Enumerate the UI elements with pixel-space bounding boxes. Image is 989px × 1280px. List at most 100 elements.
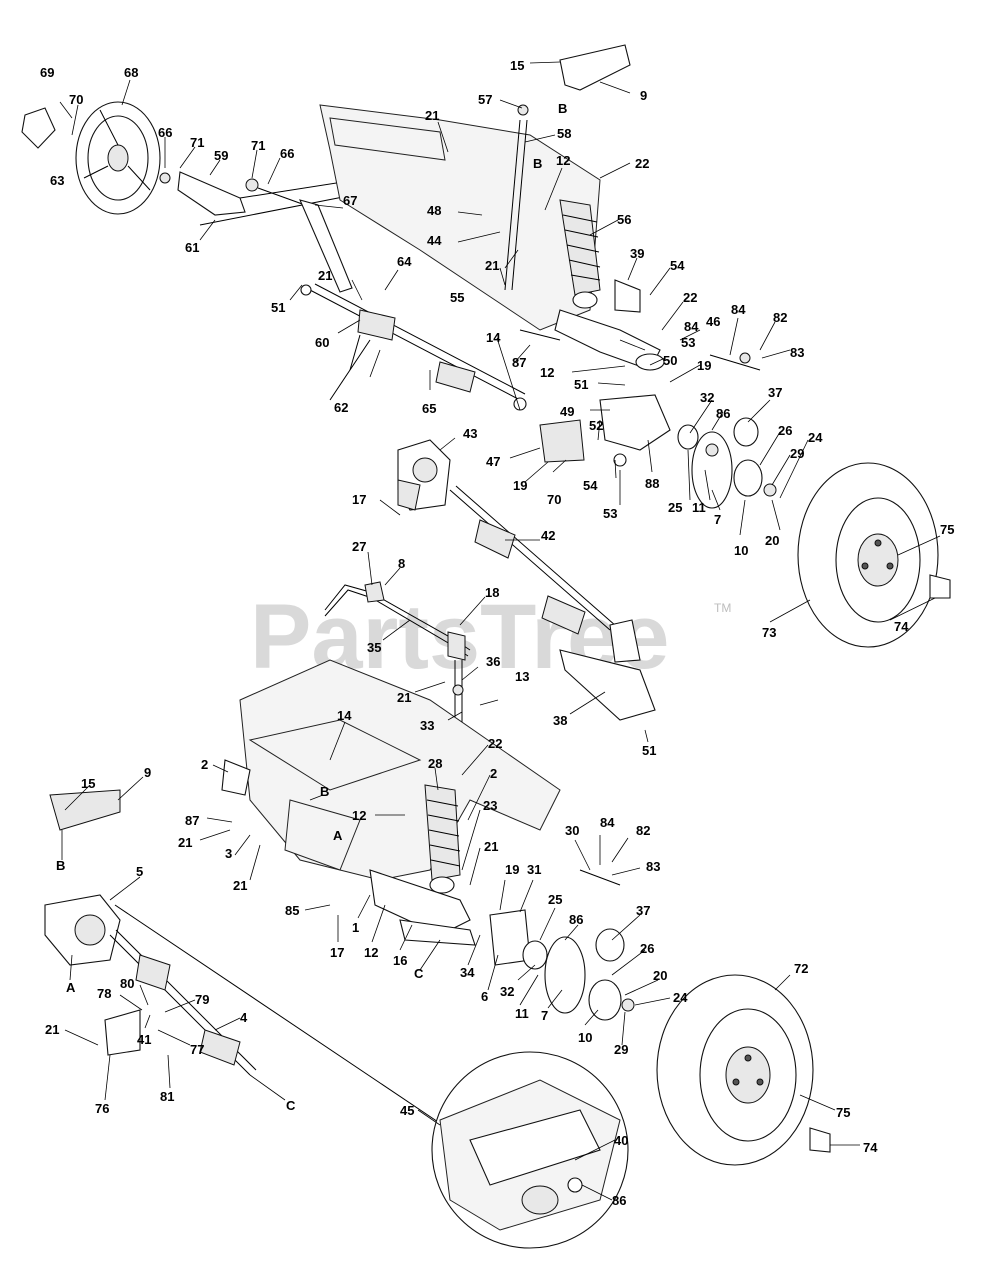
rear-transaxle [44, 894, 451, 1131]
callout-41: 41 [137, 1032, 151, 1047]
callout-37: 37 [768, 385, 782, 400]
callout-55: 55 [450, 290, 464, 305]
callout-20: 20 [653, 968, 667, 983]
callout-B: B [56, 858, 65, 873]
callout-24: 24 [808, 430, 823, 445]
front-drive-shaft [449, 485, 617, 635]
callout-72: 72 [794, 961, 808, 976]
callout-66: 66 [158, 125, 172, 140]
callout-60: 60 [315, 335, 329, 350]
front-control-arm-lower [559, 619, 656, 721]
callout-88: 88 [645, 476, 659, 491]
callout-87: 87 [512, 355, 526, 370]
rear-tire [656, 974, 831, 1166]
callout-76: 76 [95, 1101, 109, 1116]
callout-62: 62 [334, 400, 348, 415]
callout-31: 31 [527, 862, 541, 877]
front-tire [797, 462, 951, 648]
callout-7: 7 [714, 512, 721, 527]
callout-4: 4 [240, 1010, 248, 1025]
rear-spindle [489, 869, 635, 1021]
callout-22: 22 [683, 290, 697, 305]
callout-14: 14 [337, 708, 352, 723]
leader-lines [59, 61, 941, 1201]
callout-75: 75 [836, 1105, 850, 1120]
callout-1: 1 [352, 920, 359, 935]
callout-A: A [333, 828, 343, 843]
callout-75: 75 [940, 522, 954, 537]
callout-83: 83 [646, 859, 660, 874]
callout-54: 54 [583, 478, 598, 493]
callout-39: 39 [630, 246, 644, 261]
callout-21: 21 [178, 835, 192, 850]
callout-34: 34 [460, 965, 475, 980]
callout-C: C [414, 966, 424, 981]
callout-7: 7 [541, 1008, 548, 1023]
callout-27: 27 [352, 539, 366, 554]
callout-B: B [533, 156, 542, 171]
front-spindle [539, 352, 777, 509]
callout-73: 73 [762, 625, 776, 640]
callout-28: 28 [428, 756, 442, 771]
callout-47: 47 [486, 454, 500, 469]
callout-85: 85 [285, 903, 299, 918]
callout-23: 23 [483, 798, 497, 813]
rear-frame [49, 659, 561, 881]
steering-wheel-assembly [21, 101, 431, 293]
upper-transaxle [397, 439, 451, 511]
watermark-trademark: TM [714, 601, 731, 615]
callout-69: 69 [40, 65, 54, 80]
callout-37: 37 [636, 903, 650, 918]
callout-21: 21 [233, 878, 247, 893]
callout-57: 57 [478, 92, 492, 107]
callout-59: 59 [214, 148, 228, 163]
callout-80: 80 [120, 976, 134, 991]
callout-6: 6 [481, 989, 488, 1004]
steering-cap [21, 107, 56, 149]
callout-82: 82 [636, 823, 650, 838]
callout-14: 14 [486, 330, 501, 345]
steering-shaft [299, 199, 353, 293]
callout-12: 12 [364, 945, 378, 960]
callout-26: 26 [778, 423, 792, 438]
callout-45: 45 [400, 1103, 414, 1118]
callout-2: 2 [490, 766, 497, 781]
callout-10: 10 [734, 543, 748, 558]
callout-70: 70 [547, 492, 561, 507]
callout-63: 63 [50, 173, 64, 188]
callout-77: 77 [190, 1042, 204, 1057]
callout-53: 53 [603, 506, 617, 521]
callout-2: 2 [201, 757, 208, 772]
callout-22: 22 [635, 156, 649, 171]
callout-24: 24 [673, 990, 688, 1005]
callout-15: 15 [510, 58, 524, 73]
callout-12: 12 [556, 153, 570, 168]
callout-21: 21 [318, 268, 332, 283]
callout-11: 11 [515, 1006, 529, 1021]
callout-10: 10 [578, 1030, 592, 1045]
callout-86: 86 [716, 406, 730, 421]
callout-51: 51 [642, 743, 656, 758]
callout-68: 68 [124, 65, 138, 80]
callout-29: 29 [614, 1042, 628, 1057]
callout-17: 17 [352, 492, 366, 507]
front-control-arm-upper [519, 279, 665, 371]
callout-16: 16 [393, 953, 407, 968]
callout-33: 33 [420, 718, 434, 733]
callout-29: 29 [790, 446, 804, 461]
callout-84: 84 [600, 815, 615, 830]
callout-21: 21 [397, 690, 411, 705]
callout-64: 64 [397, 254, 412, 269]
callout-B: B [558, 101, 567, 116]
callout-35: 35 [367, 640, 381, 655]
callout-42: 42 [541, 528, 555, 543]
callout-19: 19 [505, 862, 519, 877]
callout-B: B [320, 784, 329, 799]
bracket-top [559, 44, 631, 91]
callout-32: 32 [500, 984, 514, 999]
callout-54: 54 [670, 258, 685, 273]
callout-25: 25 [668, 500, 682, 515]
callout-78: 78 [97, 986, 111, 1001]
front-frame [319, 44, 631, 331]
callout-21: 21 [485, 258, 499, 273]
